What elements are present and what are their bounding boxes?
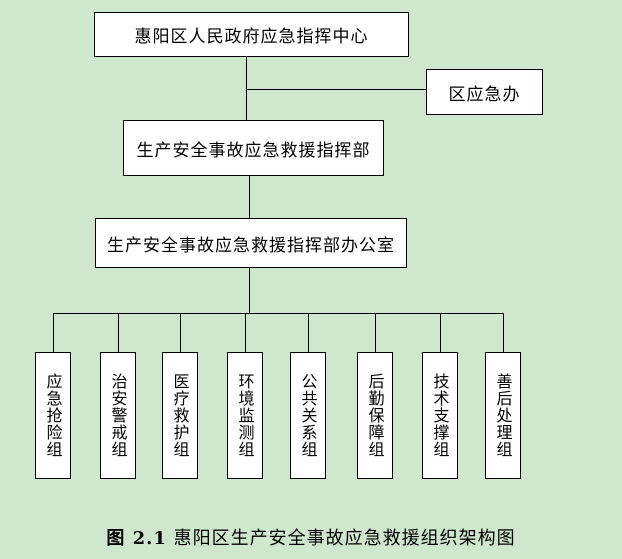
connector-top-to-level2 [246, 56, 247, 121]
connector-level2-to-level3 [249, 176, 250, 218]
connector-drop-7 [440, 313, 441, 353]
connector-drop-6 [375, 313, 376, 353]
connector-drop-8 [503, 313, 504, 353]
node-headquarters-office-label: 生产安全事故应急救援指挥部办公室 [107, 235, 395, 256]
group-label-3: 医疗救护组 [170, 373, 190, 458]
node-command-center: 惠阳区人民政府应急指挥中心 [94, 12, 409, 57]
group-box-4: 环境监测组 [227, 352, 263, 479]
node-emergency-office-label: 区应急办 [448, 84, 521, 105]
figure-number: 图 2.1 [106, 528, 167, 549]
group-label-5: 公共关系组 [298, 373, 318, 458]
connector-level3-to-bus [249, 268, 250, 313]
group-label-1: 应急抢险组 [43, 373, 63, 458]
connector-drop-5 [308, 313, 309, 353]
node-rescue-headquarters: 生产安全事故应急救援指挥部 [123, 120, 384, 176]
node-command-center-label: 惠阳区人民政府应急指挥中心 [134, 27, 369, 47]
node-headquarters-office: 生产安全事故应急救援指挥部办公室 [95, 218, 407, 268]
group-label-4: 环境监测组 [235, 373, 255, 458]
group-box-3: 医疗救护组 [162, 352, 198, 479]
connector-drop-4 [245, 313, 246, 353]
group-label-6: 后勤保障组 [365, 373, 385, 458]
figure-title: 惠阳区生产安全事故应急救援组织架构图 [173, 528, 516, 549]
connector-drop-3 [180, 313, 181, 353]
group-box-2: 治安警戒组 [100, 352, 136, 479]
group-box-6: 后勤保障组 [357, 352, 393, 479]
group-label-2: 治安警戒组 [108, 373, 128, 458]
group-box-5: 公共关系组 [290, 352, 326, 479]
connector-drop-2 [118, 313, 119, 353]
node-emergency-office: 区应急办 [426, 69, 543, 115]
figure-caption: 图 2.1 惠阳区生产安全事故应急救援组织架构图 [0, 524, 622, 550]
group-box-8: 善后处理组 [485, 352, 521, 479]
group-box-1: 应急抢险组 [35, 352, 71, 479]
connector-side-branch [246, 89, 426, 90]
group-box-7: 技术支撑组 [422, 352, 458, 479]
group-label-8: 善后处理组 [493, 373, 513, 458]
group-label-7: 技术支撑组 [430, 373, 450, 458]
connector-horizontal-bus [53, 313, 503, 314]
node-rescue-headquarters-label: 生产安全事故应急救援指挥部 [136, 140, 371, 161]
connector-drop-1 [53, 313, 54, 353]
